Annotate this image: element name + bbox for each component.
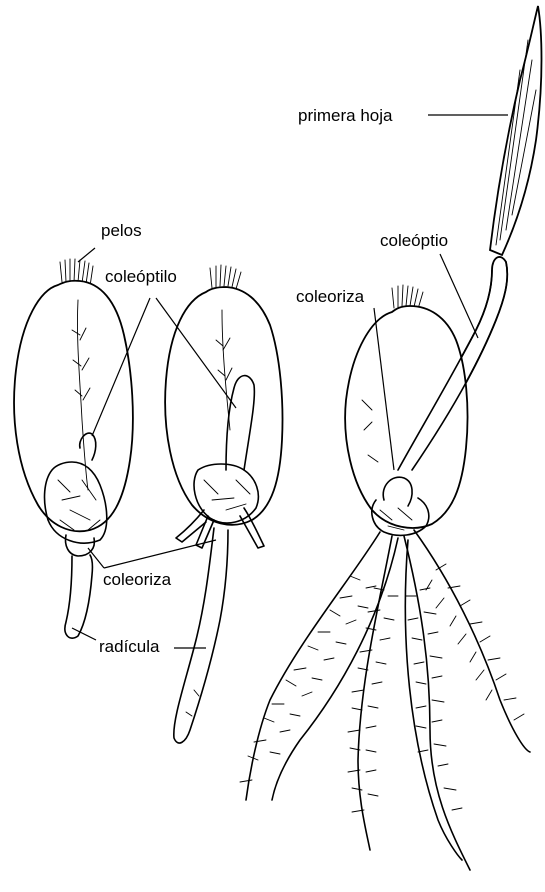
- label-coleoriza-right: coleoriza: [294, 288, 366, 305]
- label-coleoptio: coleóptio: [378, 232, 450, 249]
- seed-3-body: [345, 306, 467, 528]
- seed-2-hairs: [210, 265, 241, 289]
- label-pelos: pelos: [99, 222, 144, 239]
- seedling-roots: [240, 530, 530, 870]
- seedling-3: [240, 6, 542, 870]
- leader-coleoriza-2: [104, 540, 216, 568]
- label-primera-hoja: primera hoja: [296, 107, 395, 124]
- label-radicula: radícula: [97, 638, 161, 655]
- seed-2: [165, 265, 282, 743]
- seed-2-body: [165, 287, 282, 525]
- seed-1-body: [14, 281, 133, 532]
- seed-1-coleorhiza: [66, 535, 95, 556]
- leader-pelos: [78, 248, 95, 262]
- label-coleoptilo: coleóptilo: [103, 268, 179, 285]
- seed-1-radicle: [65, 555, 92, 638]
- seed-2-radicle: [174, 528, 228, 743]
- leader-coleoriza-1: [88, 548, 104, 568]
- label-coleoriza-left: coleoriza: [101, 571, 173, 588]
